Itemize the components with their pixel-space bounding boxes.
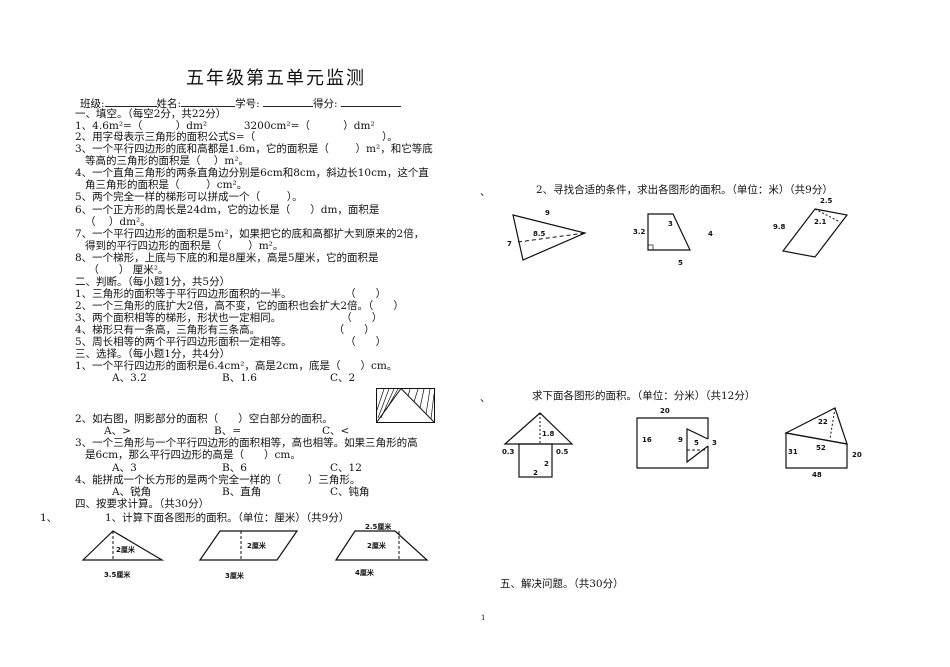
class-label: 班级: xyxy=(80,98,105,110)
svg-text:9: 9 xyxy=(678,436,683,444)
section1-q2: 2、用字母表示三角形的面积公式S=（ ）。 xyxy=(75,131,398,143)
shaded-rectangle-figure xyxy=(376,388,435,423)
section3-q4-option-a: A、锐角 xyxy=(112,486,152,498)
section4-sub3-heading: 求下面各图形的面积。（单位：分米）（共12分） xyxy=(532,390,756,402)
svg-text:2厘米: 2厘米 xyxy=(367,541,387,550)
section3-q2-option-b: B、= xyxy=(214,425,242,437)
name-label: 姓名: xyxy=(156,98,182,110)
svg-text:0.3: 0.3 xyxy=(502,448,515,456)
section1-q8b: （ ） 厘米²。 xyxy=(75,264,169,276)
svg-text:7: 7 xyxy=(507,240,512,248)
section3-q3-option-b: B、6 xyxy=(222,462,247,474)
svg-text:9.8: 9.8 xyxy=(773,223,786,231)
svg-text:4厘米: 4厘米 xyxy=(355,568,375,577)
section1-q6b: （ ）dm²。 xyxy=(75,216,151,228)
svg-text:16: 16 xyxy=(642,436,652,444)
svg-text:3.2: 3.2 xyxy=(633,228,646,236)
parallelogram-figure-2: 2厘米 3厘米 xyxy=(198,530,299,580)
score-label: 得分: xyxy=(312,98,338,110)
svg-text:3.5厘米: 3.5厘米 xyxy=(104,570,131,579)
section3-q4: 4、能拼成一个长方形的是两个完全一样的（ ）三角形。 xyxy=(75,474,361,486)
section2-q2: 2、一个三角形的底扩大2倍，高不变，它的面积也会扩大2倍。（ ） xyxy=(75,300,404,312)
class-field[interactable] xyxy=(104,96,157,107)
svg-text:2厘米: 2厘米 xyxy=(247,541,267,550)
triangle-figure-1: 2厘米 3.5厘米 xyxy=(81,530,165,579)
section3-q4-option-b: B、直角 xyxy=(222,486,262,498)
section4-sub2-marker: 、 xyxy=(480,186,491,198)
svg-text:3厘米: 3厘米 xyxy=(225,571,245,580)
section3-q3b: 是6cm，那么平行四边形的高是（ ）cm。 xyxy=(75,449,301,461)
section3-q2-option-a: A、> xyxy=(104,425,131,437)
section3-q4-option-c: C、钝角 xyxy=(330,486,370,498)
section1-q1: 1、4.6m²=（ ）dm² 3200cm²=（ ）dm² xyxy=(75,120,375,132)
svg-text:5: 5 xyxy=(678,259,683,267)
svg-text:3: 3 xyxy=(668,220,673,228)
section3-q1-option-b: B、1.6 xyxy=(222,372,257,384)
svg-text:4: 4 xyxy=(708,230,713,238)
section1-q3b: 等高的三角形的面积是（ ）m²。 xyxy=(75,155,250,167)
svg-text:9: 9 xyxy=(545,209,550,217)
svg-text:2: 2 xyxy=(544,460,549,468)
house-figure-7: 1.8 0.3 0.5 2 2 xyxy=(502,412,574,478)
svg-text:20: 20 xyxy=(660,407,670,415)
section2-q5: 5、周长相等的两个平行四边形面积一定相等。 （ ） xyxy=(75,336,387,348)
section1-q6a: 6、一个正方形的周长是24dm，它的边长是（ ）dm，面积是 xyxy=(75,204,380,216)
section3-heading: 三、选择。（每小题1分，共4分） xyxy=(75,348,231,360)
section1-q5: 5、两个完全一样的梯形可以拼成一个（ ）。 xyxy=(75,191,303,203)
trapezoid-figure-3: 2.5厘米 2厘米 4厘米 xyxy=(334,522,429,577)
parallelogram-figure-6: 2.5 2.1 9.8 xyxy=(773,197,849,258)
svg-text:1.8: 1.8 xyxy=(542,430,555,438)
svg-text:48: 48 xyxy=(812,471,822,479)
section4-sub3-marker: 、 xyxy=(480,392,491,404)
notched-rectangle-figure-8: 20 16 9 5 3 xyxy=(636,407,717,469)
number-label: 学号: xyxy=(235,98,260,110)
section1-q8a: 8、一个梯形，上底与下底的和是8厘米，高是5厘米，它的面积是 xyxy=(75,252,379,264)
triangle-figure-4: 9 8.5 7 xyxy=(507,209,587,261)
section1-q4a: 4、一个直角三角形的两条直角边分别是6cm和8cm，斜边长10cm，这个直 xyxy=(75,167,429,179)
section3-q1-option-a: A、3.2 xyxy=(112,372,147,384)
section4-marker: 1、 xyxy=(40,512,58,524)
trapezoid-figure-5: 3 3.2 4 5 xyxy=(633,213,713,267)
svg-text:2厘米: 2厘米 xyxy=(116,545,136,554)
section1-q4b: 角三角形的面积是（ ）cm²。 xyxy=(75,179,248,191)
section3-q2-option-c: C、< xyxy=(322,425,350,437)
section1-heading: 一、填空。（每空2分，共22分） xyxy=(75,108,227,120)
svg-text:2.5厘米: 2.5厘米 xyxy=(365,522,392,531)
section4-sub2-heading: 2、寻找合适的条件，求出各图形的面积。（单位：米）（共9分） xyxy=(536,184,833,196)
section2-heading: 二、判断。（每小题1分，共5分） xyxy=(75,276,231,288)
svg-text:52: 52 xyxy=(816,444,826,452)
section3-q3a: 3、一个三角形与一个平行四边形的面积相等，高也相等。如果三角形的高 xyxy=(75,437,418,449)
student-info-row: 班级: 姓名: 学号: 得分: xyxy=(80,96,401,110)
svg-text:31: 31 xyxy=(788,448,798,456)
page-title: 五年级第五单元监测 xyxy=(186,68,366,89)
svg-text:0.5: 0.5 xyxy=(556,448,569,456)
svg-text:8.5: 8.5 xyxy=(533,230,546,238)
section2-q4: 4、梯形只有一条高，三角形有三条高。 （ ） xyxy=(75,324,375,336)
svg-text:3: 3 xyxy=(712,439,717,447)
section5-heading: 五、解决问题。（共30分） xyxy=(500,578,624,590)
section2-q3: 3、两个面积相等的梯形，形状也一定相同。 （ ） xyxy=(75,312,383,324)
svg-text:2.5: 2.5 xyxy=(820,197,833,205)
section4-heading: 四、按要求计算。（共30分） xyxy=(75,498,210,510)
section3-q3-option-a: A、3 xyxy=(112,462,137,474)
section1-q7b: 得到的平行四边形的面积是（ ）m²。 xyxy=(75,240,284,252)
svg-text:20: 20 xyxy=(852,451,862,459)
name-field[interactable] xyxy=(181,96,236,107)
section1-q7a: 7、一个平行四边形的面积是5m²，如果把它的底和高都扩大到原来的2倍， xyxy=(75,228,425,240)
composite-figure-9: 22 52 31 20 48 xyxy=(784,407,862,479)
score-field[interactable] xyxy=(340,96,401,107)
section3-q1-option-c: C、2 xyxy=(330,372,356,384)
section3-q1: 1、一个平行四边形的面积是6.4cm²，高是2cm，底是（ ）cm。 xyxy=(75,360,398,372)
section1-q3a: 3、一个平行四边形的底和高都是1.6m，它的面积是（ ）m²，和它等底 xyxy=(75,143,433,155)
section4-sub1-heading: 1、计算下面各图形的面积。（单位：厘米）（共9分） xyxy=(105,512,350,524)
section3-q2: 2、如右图，阴影部分的面积（ ）空白部分的面积。 xyxy=(75,413,333,425)
page-number: 1 xyxy=(481,614,486,622)
number-field[interactable] xyxy=(262,96,313,107)
section3-q3-option-c: C、12 xyxy=(330,462,362,474)
svg-text:22: 22 xyxy=(818,418,828,426)
svg-text:2.1: 2.1 xyxy=(814,218,827,226)
svg-text:2: 2 xyxy=(533,469,538,477)
section2-q1: 1、三角形的面积等于平行四边形面积的一半。 （ ） xyxy=(75,288,387,300)
svg-text:5: 5 xyxy=(694,439,699,447)
